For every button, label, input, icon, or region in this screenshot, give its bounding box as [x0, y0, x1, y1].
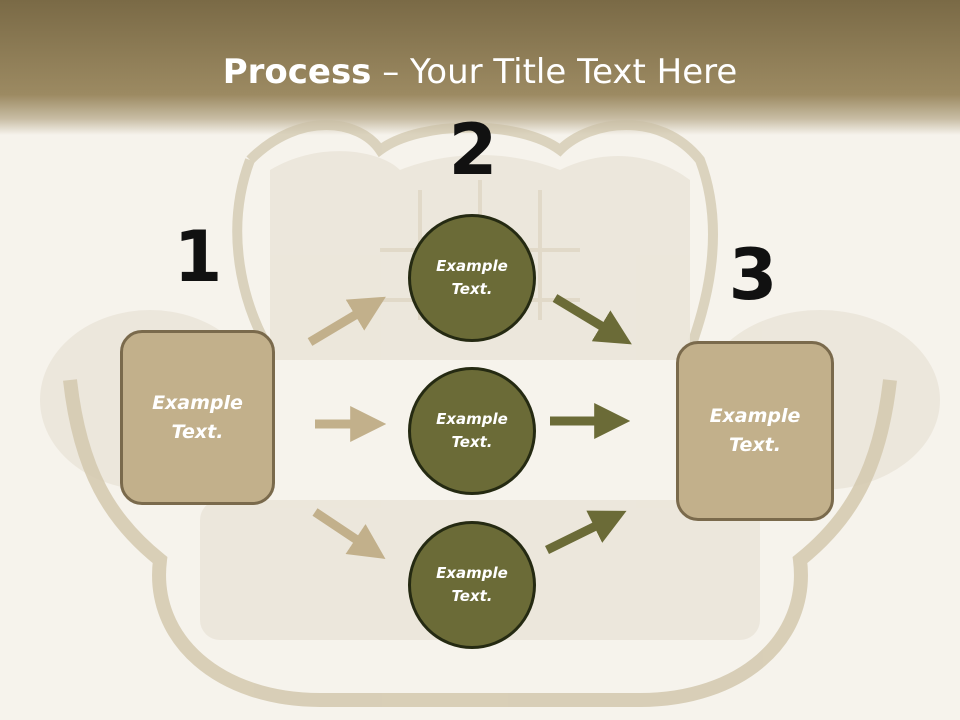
title-bold: Process — [222, 52, 372, 92]
title-rest: – Your Title Text Here — [371, 52, 738, 92]
circle-middle-label-line1: Example — [436, 410, 508, 428]
step-number-3: 3 — [728, 234, 778, 316]
step-1-box: Example Text. — [120, 330, 275, 505]
arrow-2c-to-3 — [545, 510, 627, 555]
step-1-label-line2: Text. — [171, 420, 224, 443]
step-number-2: 2 — [448, 109, 498, 191]
step-2-circle-bottom: Example Text. — [408, 521, 536, 649]
circle-top-label-line2: Text. — [451, 280, 493, 298]
step-3-label-line1: Example — [709, 405, 801, 427]
circle-bottom-label-line2: Text. — [451, 587, 493, 605]
step-3-box: Example Text. — [676, 341, 834, 521]
title-band — [0, 0, 960, 135]
circle-middle-label-line2: Text. — [451, 433, 493, 451]
step-3-label-line2: Text. — [729, 434, 781, 456]
slide-title: Process – Your Title Text Here — [0, 52, 960, 92]
circle-bottom-label-line1: Example — [436, 564, 508, 582]
circle-top-label-line1: Example — [436, 257, 508, 275]
step-2-circle-middle: Example Text. — [408, 367, 536, 495]
arrow-2a-to-3 — [552, 294, 632, 345]
step-2-circle-top: Example Text. — [408, 214, 536, 342]
arrow-1-to-2c — [312, 508, 386, 559]
step-1-label-line1: Example — [152, 391, 243, 414]
arrow-1-to-2a — [307, 296, 386, 346]
step-number-1: 1 — [173, 216, 223, 298]
